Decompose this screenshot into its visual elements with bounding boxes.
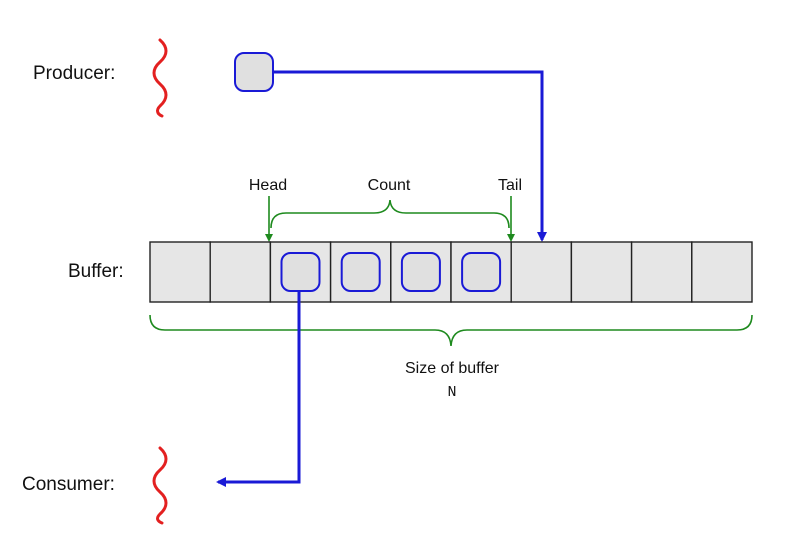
buffer-items (280, 252, 502, 292)
tail-label: Tail (498, 177, 522, 194)
count-label: Count (368, 177, 411, 194)
produced-item (234, 52, 274, 92)
buffer-item (340, 252, 381, 292)
producer-thread-icon (152, 38, 168, 118)
buffer-slot (209, 241, 272, 303)
buffer-slot (510, 241, 573, 303)
count-brace (270, 199, 510, 229)
producer-flow-arrow (273, 70, 547, 242)
buffer-slot (691, 241, 753, 303)
buffer-slot (149, 241, 211, 303)
buffer-size-label: Size of buffer (405, 360, 500, 377)
buffer (149, 241, 753, 303)
consumer-flow-arrow (216, 292, 301, 487)
consumer-thread-icon (152, 446, 168, 525)
buffer-slot (630, 241, 693, 303)
buffer-item (400, 252, 441, 292)
buffer-item (280, 252, 321, 292)
buffer-label: Buffer: (68, 261, 124, 282)
head-label: Head (249, 177, 287, 194)
buffer-size-symbol: N (447, 384, 456, 401)
consumer-label: Consumer: (22, 474, 115, 495)
buffer-item (461, 252, 502, 292)
producer-label: Producer: (33, 63, 115, 84)
buffer-size-brace (149, 314, 753, 347)
buffer-slot (570, 241, 633, 303)
